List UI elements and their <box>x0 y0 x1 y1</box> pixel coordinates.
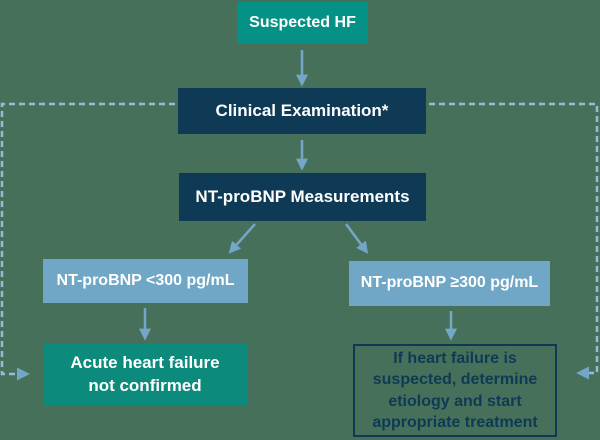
node-treatment: If heart failure is suspected, determine… <box>353 344 557 437</box>
arrow-ntprobnp-to-high <box>344 223 369 254</box>
node-ntprobnp-measurements-label: NT-proBNP Measurements <box>195 186 410 206</box>
node-clinical-examination: Clinical Examination* <box>178 88 426 134</box>
dashed-connector-right <box>429 102 599 380</box>
node-ntprobnp-high: NT-proBNP ≥300 pg/mL <box>349 261 550 306</box>
node-not-confirmed: Acute heart failure not confirmed <box>43 344 247 406</box>
node-ntprobnp-low: NT-proBNP <300 pg/mL <box>43 259 248 303</box>
node-suspected-hf: Suspected HF <box>237 2 368 44</box>
node-ntprobnp-high-label: NT-proBNP ≥300 pg/mL <box>360 274 539 292</box>
node-clinical-examination-label: Clinical Examination* <box>215 100 389 120</box>
node-ntprobnp-low-label: NT-proBNP <300 pg/mL <box>56 271 235 289</box>
dashed-connector-left <box>0 102 175 381</box>
node-not-confirmed-label: Acute heart failure not confirmed <box>70 353 220 395</box>
arrow-ntprobnp-to-low <box>228 223 256 254</box>
node-suspected-hf-label: Suspected HF <box>249 13 356 31</box>
node-ntprobnp-measurements: NT-proBNP Measurements <box>179 173 426 221</box>
node-treatment-label: If heart failure is suspected, determine… <box>372 350 538 431</box>
